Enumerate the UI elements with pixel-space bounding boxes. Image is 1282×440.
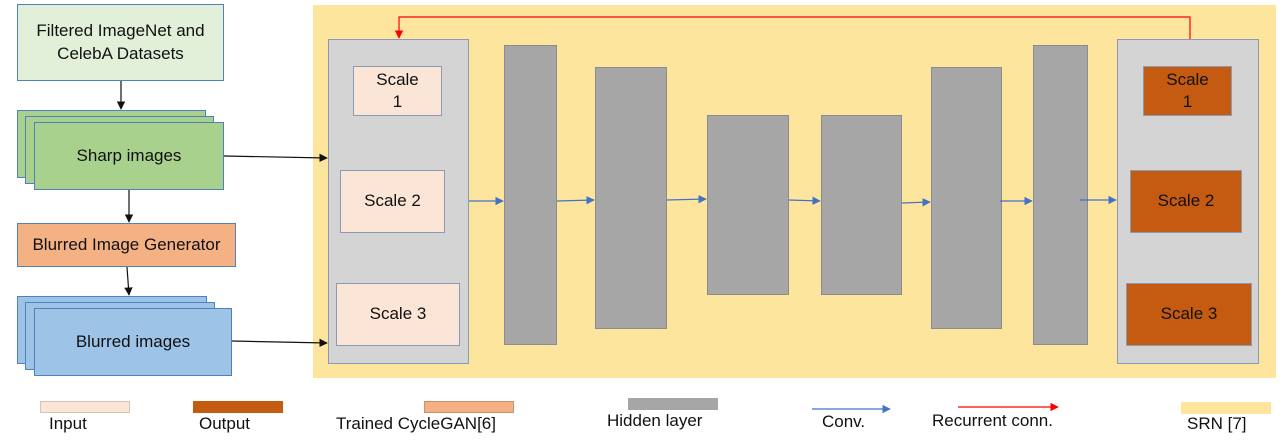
legend-output-swatch — [193, 401, 283, 413]
blurred-images-box: Blurred images — [34, 308, 232, 376]
blurred-images-label: Blurred images — [75, 331, 191, 351]
sharp-images-label: Sharp images — [76, 145, 182, 165]
legend-srn-swatch — [1181, 402, 1271, 414]
legend-hidden-swatch — [628, 398, 718, 410]
hidden-layer-5 — [931, 67, 1002, 329]
hidden-layer-1 — [504, 45, 557, 345]
input-scale-1: Scale 1 — [353, 66, 442, 116]
output-scale-3-label: Scale 3 — [1160, 304, 1218, 324]
hidden-layer-6 — [1033, 45, 1088, 345]
output-scale-2-label: Scale 2 — [1157, 191, 1215, 211]
legend-trained-swatch — [424, 401, 514, 413]
datasets-label: Filtered ImageNet and CelebA Datasets — [36, 20, 205, 63]
output-scale-3: Scale 3 — [1126, 283, 1252, 346]
legend-trained-label: Trained CycleGAN[6] — [336, 414, 496, 433]
legend-input-label: Input — [49, 414, 87, 433]
legend-conv-label: Conv. — [822, 412, 866, 431]
output-scale-2: Scale 2 — [1130, 170, 1242, 233]
generator-label: Blurred Image Generator — [32, 235, 221, 255]
hidden-layer-4 — [821, 115, 902, 295]
input-scale-3: Scale 3 — [336, 283, 460, 346]
sharp-images-box: Sharp images — [34, 122, 224, 190]
srn-background — [313, 5, 1276, 378]
datasets-box: Filtered ImageNet and CelebA Datasets — [17, 4, 224, 81]
legend-input-swatch — [40, 401, 130, 413]
legend-recurrent-label: Recurrent conn. — [932, 411, 1053, 430]
output-scale-1-label: Scale 1 — [1166, 69, 1209, 111]
input-scale-3-label: Scale 3 — [369, 304, 427, 324]
hidden-layer-3 — [707, 115, 789, 295]
input-scale-1-label: Scale 1 — [376, 69, 419, 111]
legend-srn-label: SRN [7] — [1187, 414, 1247, 433]
input-scale-2: Scale 2 — [340, 170, 445, 233]
hidden-layer-2 — [595, 67, 667, 329]
legend-hidden-label: Hidden layer — [607, 411, 703, 430]
output-scale-1: Scale 1 — [1143, 66, 1232, 116]
arrow-sharp-to-srn — [223, 153, 328, 163]
generator-box: Blurred Image Generator — [17, 223, 236, 267]
arrow-generator-to-blurred — [124, 266, 133, 296]
legend-output-label: Output — [199, 414, 251, 433]
input-scale-2-label: Scale 2 — [364, 191, 421, 211]
